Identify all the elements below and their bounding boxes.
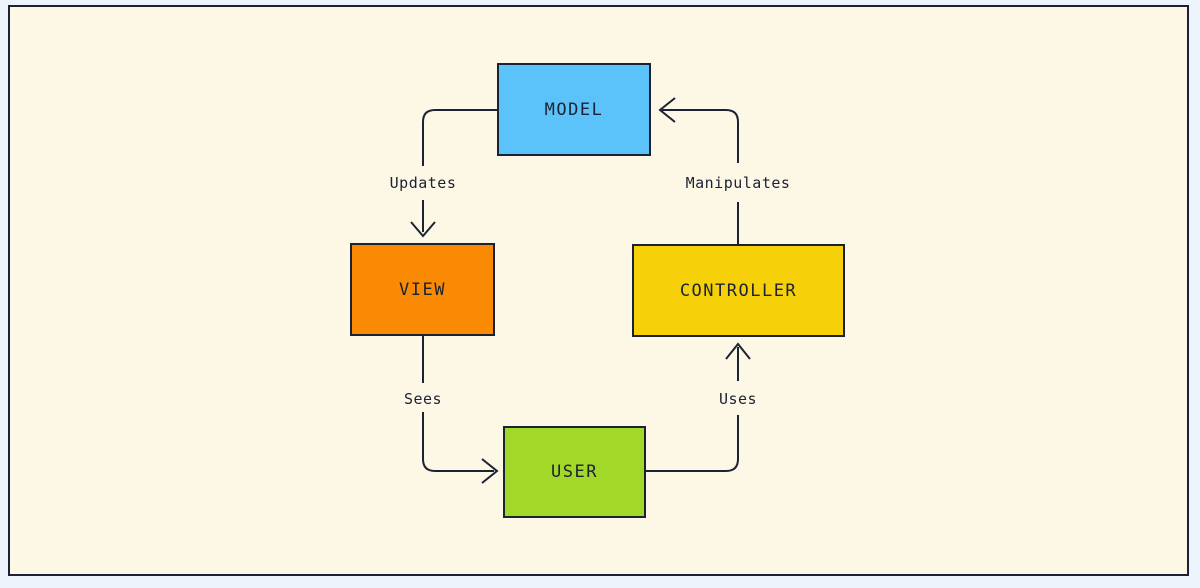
node-controller: CONTROLLER xyxy=(632,244,845,337)
node-user-label: USER xyxy=(551,462,598,482)
edge-label-uses: Uses xyxy=(716,390,760,408)
edge-label-sees: Sees xyxy=(401,390,445,408)
node-view: VIEW xyxy=(350,243,495,336)
node-controller-label: CONTROLLER xyxy=(679,280,798,301)
node-model-label: MODEL xyxy=(544,99,604,120)
node-model: MODEL xyxy=(497,63,651,156)
node-user: USER xyxy=(503,426,646,518)
node-view-label: VIEW xyxy=(399,279,446,300)
edge-label-manipulates: Manipulates xyxy=(683,174,793,192)
edge-label-updates: Updates xyxy=(387,174,459,192)
